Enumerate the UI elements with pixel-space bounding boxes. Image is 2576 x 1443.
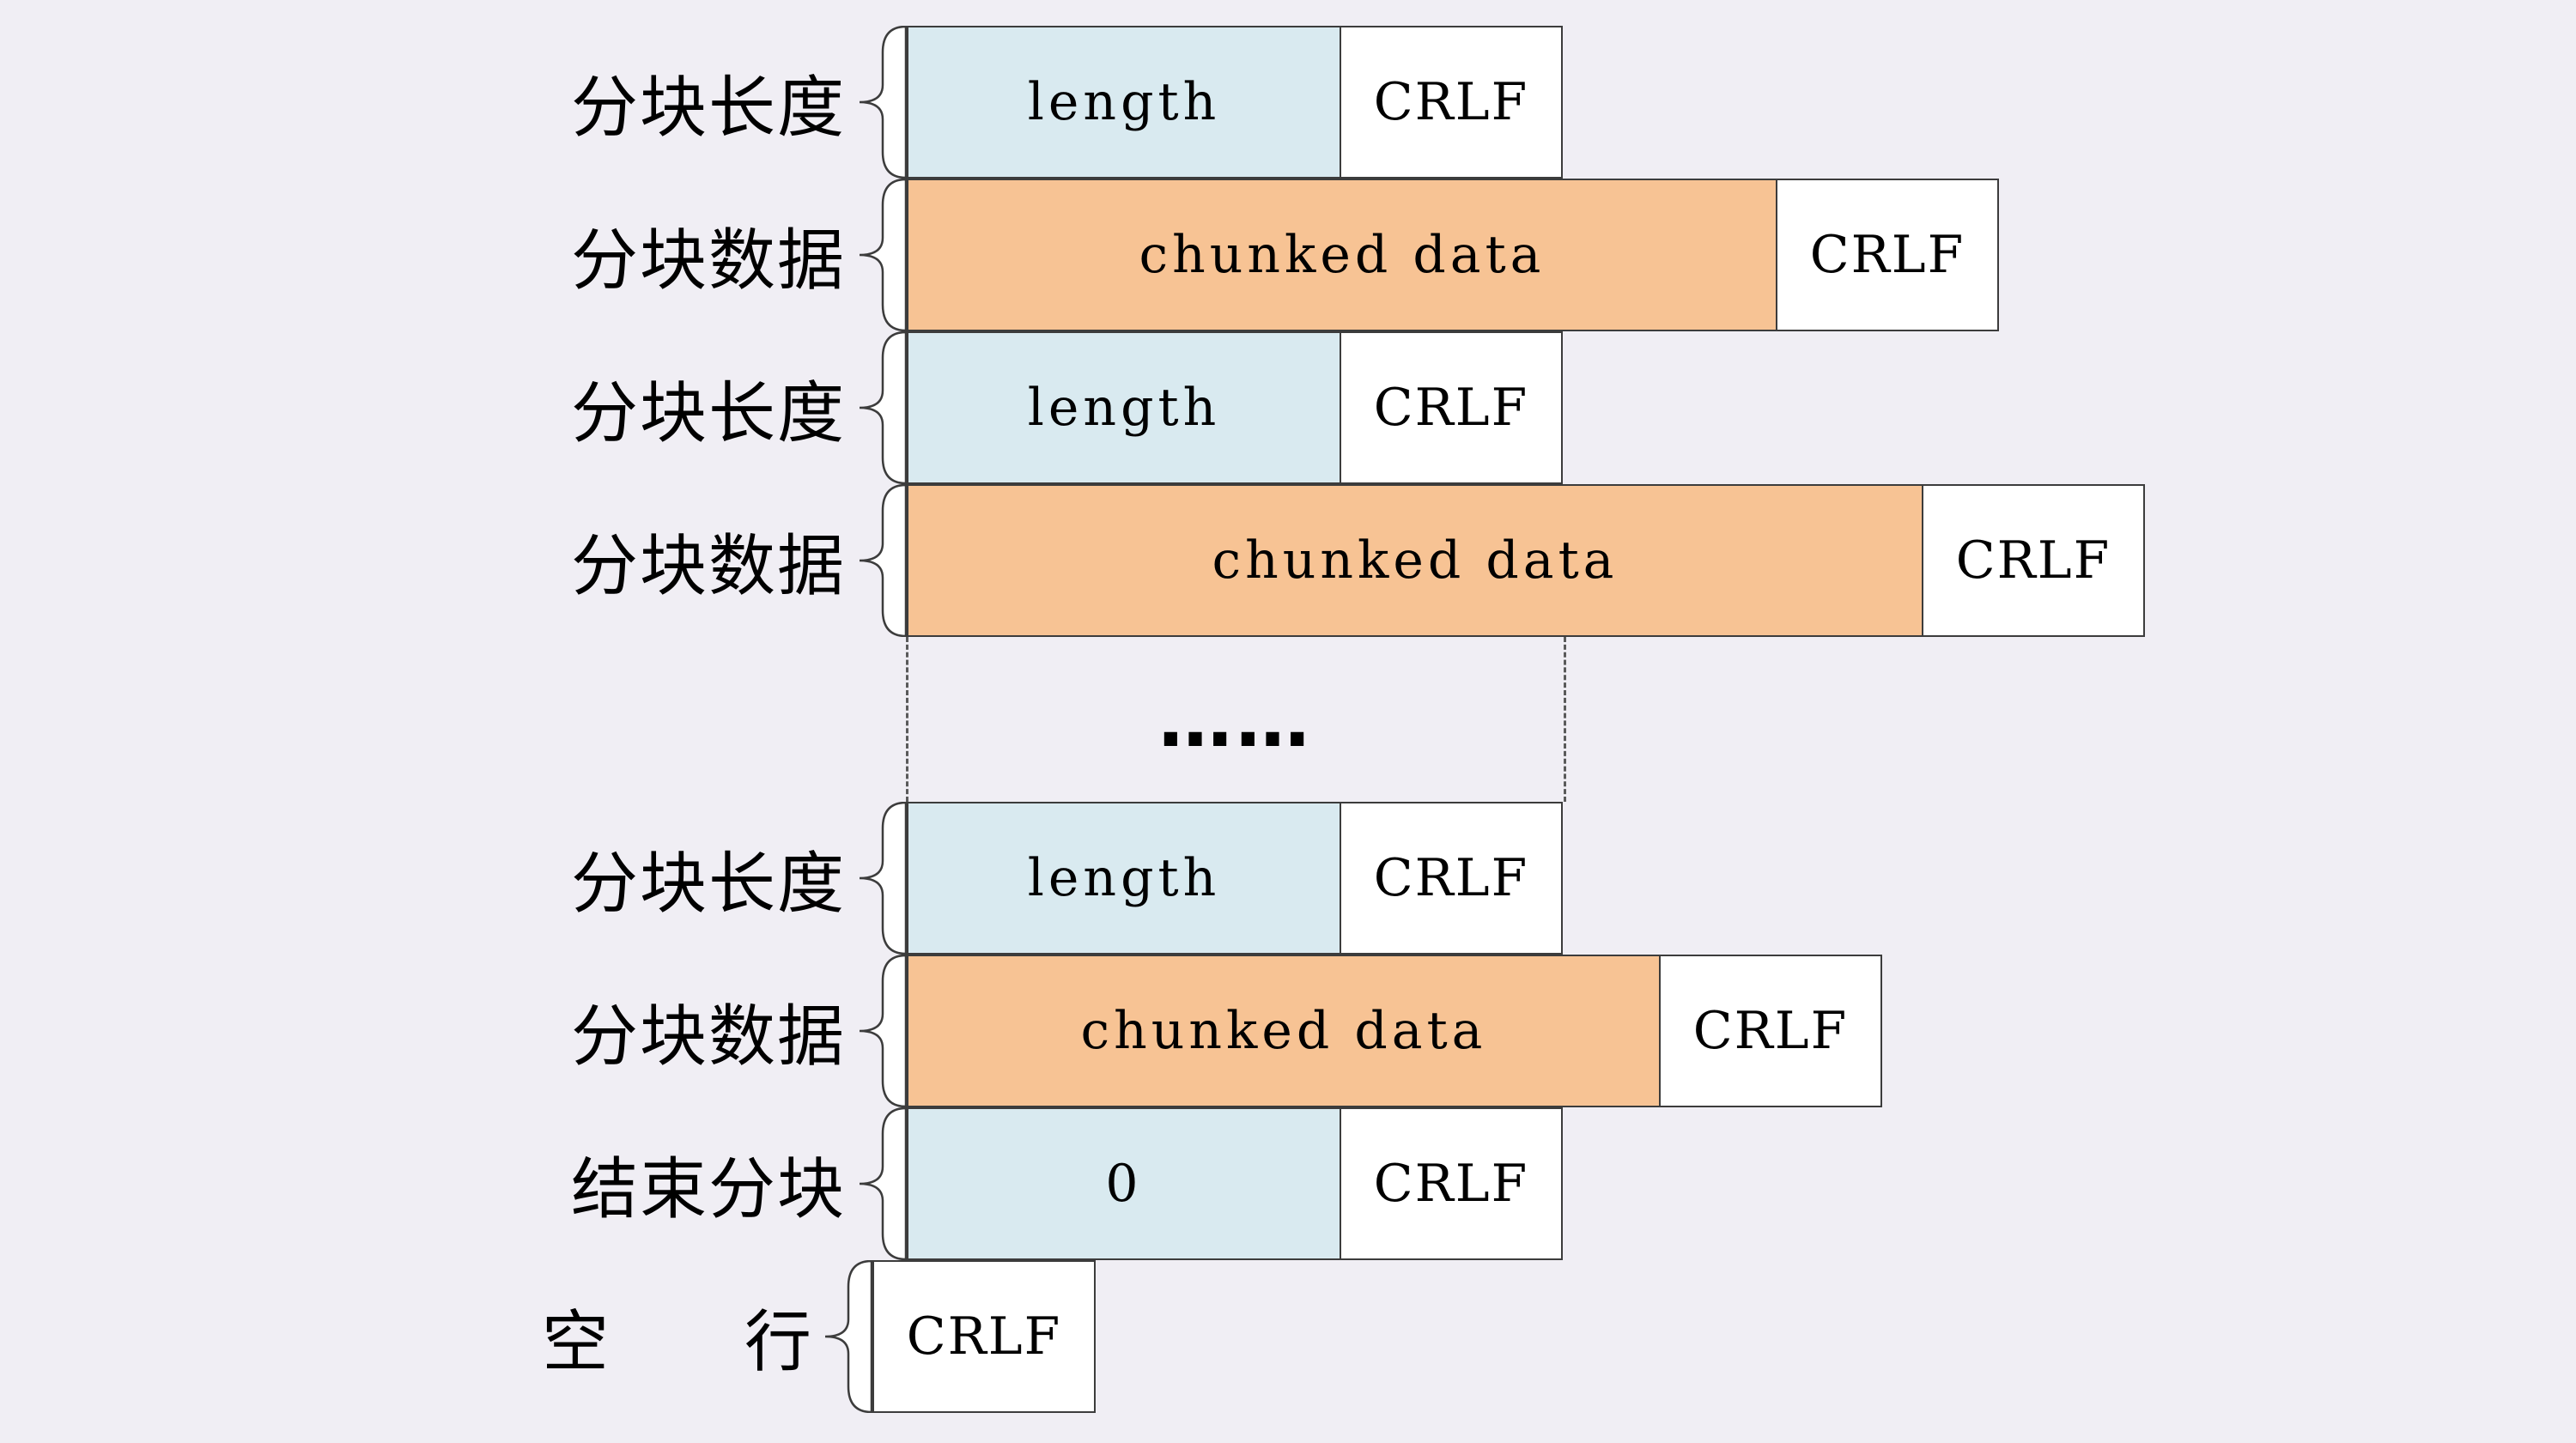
length-box: length [907,331,1341,484]
crlf-box: CRLF [1340,1107,1563,1260]
left-brace-icon [859,1107,907,1260]
row-blank-line: 空 行 CRLF [541,1260,1096,1413]
row-chunk-length: 分块长度 length CRLF [554,26,1563,179]
crlf-box: CRLF [1340,802,1563,955]
row-chunk-length: 分块长度 length CRLF [554,802,1563,955]
row-label: 分块数据 [570,998,846,1074]
crlf-box: CRLF [1776,179,1999,331]
length-box: length [907,26,1341,179]
crlf-box: CRLF [1659,955,1882,1107]
length-box: length [907,802,1341,955]
chunked-data-box: chunked data [907,484,1923,637]
row-chunk-length: 分块长度 length CRLF [554,331,1563,484]
row-label: 分块数据 [570,222,846,298]
crlf-box: CRLF [872,1260,1096,1413]
crlf-box: CRLF [1922,484,2145,637]
row-chunk-data: 分块数据 chunked data CRLF [554,955,1882,1107]
row-last-chunk: 结束分块 0 CRLF [554,1107,1563,1260]
zero-box: 0 [907,1107,1341,1260]
crlf-box: CRLF [1340,26,1563,179]
dashed-guide-left [906,637,908,802]
left-brace-icon [859,331,907,484]
row-label: 结束分块 [570,1151,846,1227]
crlf-box: CRLF [1340,331,1563,484]
row-label: 分块长度 [570,846,846,921]
left-brace-icon [859,484,907,637]
chunked-data-box: chunked data [907,179,1777,331]
row-label: 分块长度 [570,375,846,451]
row-label: 分块长度 [570,70,846,145]
row-chunk-data: 分块数据 chunked data CRLF [554,179,1999,331]
left-brace-icon [859,26,907,179]
ellipsis-text: …… [1158,678,1313,764]
row-chunk-data: 分块数据 chunked data CRLF [554,484,2145,637]
chunked-data-box: chunked data [907,955,1661,1107]
left-brace-icon [824,1260,872,1413]
row-label: 分块数据 [570,528,846,603]
left-brace-icon [859,955,907,1107]
left-brace-icon [859,179,907,331]
dashed-guide-right [1564,637,1566,802]
left-brace-icon [859,802,907,955]
row-label: 空 行 [541,1304,846,1379]
